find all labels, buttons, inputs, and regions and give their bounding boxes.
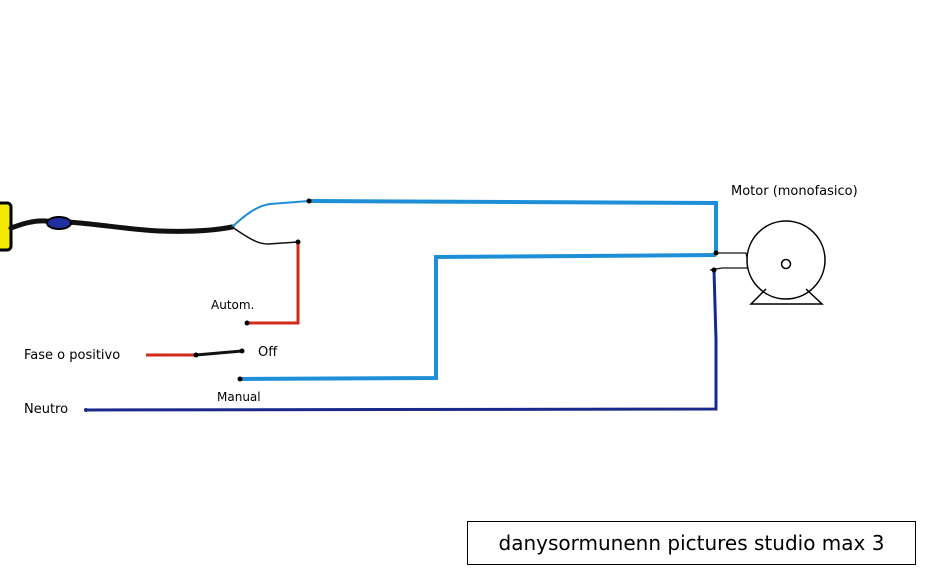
junction-motor-upper [713, 250, 719, 256]
float-to-motor-wire [308, 199, 718, 253]
float-switch-cable [8, 218, 235, 234]
credit-text: danysormunenn pictures studio max 3 [498, 531, 885, 555]
autom-label: Autom. [211, 298, 255, 312]
contact-manual [237, 376, 243, 382]
contact-off [239, 348, 245, 354]
motor-shaft [780, 258, 792, 270]
fork-upper-branch [231, 200, 310, 228]
neutro-label: Neutro [24, 402, 69, 417]
junction-motor-lower [711, 267, 717, 273]
fork-lower-branch [231, 226, 299, 245]
motor-base [749, 288, 824, 305]
junction-neutral-start [84, 408, 88, 412]
selector-switch-lever [195, 349, 243, 357]
neutral-wire [85, 269, 718, 412]
junction-float-upper [306, 198, 312, 204]
contact-autom [244, 320, 250, 326]
cable-sensor [46, 216, 72, 230]
fase-label: Fase o positivo [24, 348, 121, 363]
float-to-autom-wire [247, 242, 300, 325]
manual-to-motor-wire [239, 253, 717, 381]
credit-box: danysormunenn pictures studio max 3 [467, 521, 916, 565]
motor-label: Motor (monofasico) [731, 184, 858, 199]
junction-float-lower [295, 239, 301, 245]
manual-label: Manual [217, 390, 261, 404]
motor-lead-upper [716, 252, 749, 263]
off-label: Off [258, 345, 278, 360]
switch-pivot [193, 352, 199, 358]
